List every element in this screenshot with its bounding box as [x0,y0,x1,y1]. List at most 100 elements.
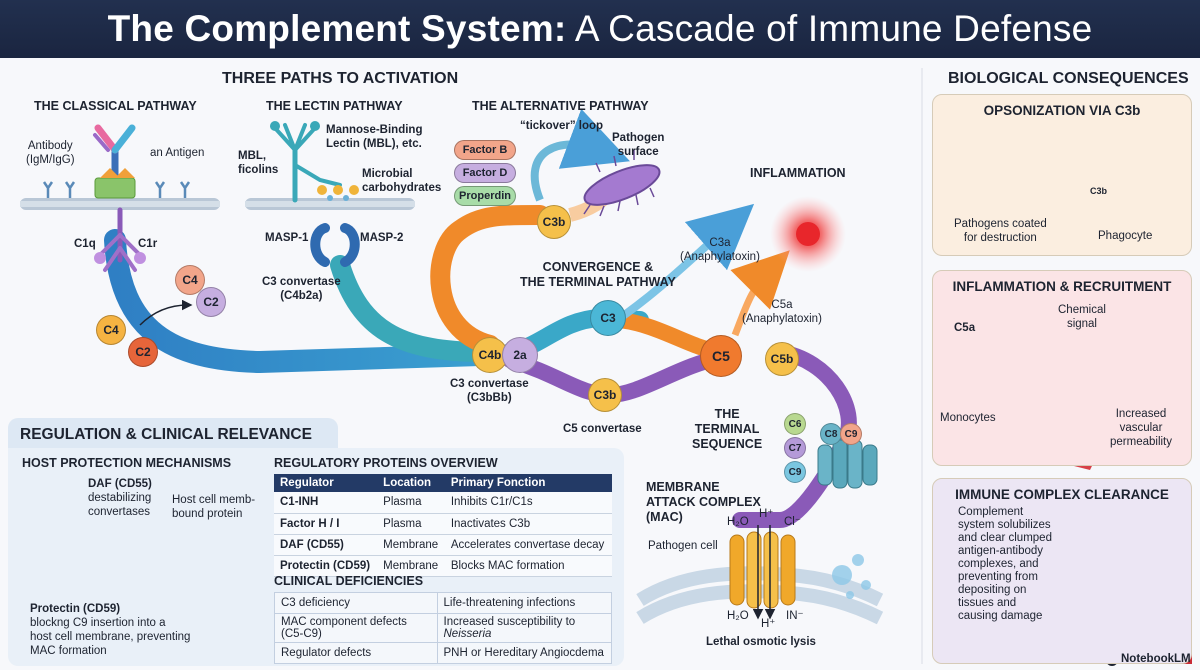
mac-pore-icon [729,525,796,620]
masp2-label: MASP-2 [360,232,404,244]
table-cell: Inactivates C3b [444,513,612,535]
in-label: IN⁻ [786,610,804,622]
alternative-pathway-band [430,205,550,355]
c5-molecule: C5 [700,335,742,377]
c3a-arrow [617,203,755,322]
c5a-card-label: C5a [954,322,976,334]
lectin-heading: THE LECTIN PATHWAY [266,99,403,113]
activation-heading: THREE PATHS TO ACTIVATION [222,70,459,87]
regulation-heading: REGULATION & CLINICAL RELEVANCE [20,426,312,443]
cl-label: Cl⁻ [784,516,801,528]
c8-c9-barrel-icon [817,439,878,489]
c2-molecule: C2 [128,337,158,367]
c4b-molecule: C4b [472,337,508,373]
deficiency-cell: Life-threatening infections [436,592,612,614]
factor-b-pill: Factor B [454,140,516,160]
chemical-signal-label: Chemical signal [1058,304,1106,330]
c6-molecule: C6 [784,413,806,435]
c3b-molecule: C3b [588,378,622,412]
membrane-receptor-icons [42,181,191,198]
classical-membrane [20,198,220,210]
table-header-cell: Regulator [274,474,378,492]
c3-molecule: C3 [590,300,626,336]
mac-heading: MEMBRANE ATTACK COMPLEX (MAC) [646,480,761,524]
daf-label: DAF (CD55) [88,478,152,490]
page-title: The Complement System: A Cascade of Immu… [107,8,1093,49]
inflammation-card-title: INFLAMMATION & RECRUITMENT [952,279,1172,294]
factor-d-pill: Factor D [454,163,516,183]
deficiency-cell: Regulator defects [274,642,438,664]
pathogen-surface-label: Pathogen surface [612,132,665,158]
c3b-alt-molecule: C3b [537,205,571,239]
c8-molecule: C8 [820,423,842,445]
table-cell: Inhibits C1r/C1s [444,492,612,514]
carbohydrate-icons [317,185,359,201]
host-protection-heading: HOST PROTECTION MECHANISMS [22,456,232,470]
properdin-pill: Properdin [454,186,516,206]
antibody-icon [93,124,136,179]
phagocyte-label: Phagocyte [1098,230,1153,242]
lysis-label: Lethal osmotic lysis [706,636,816,648]
c5b-molecule: C5b [765,342,799,376]
c1r-label: C1r [138,238,158,250]
h-bottom-label: H⁺ [761,618,776,630]
host-protein-label: Host cell memb- bound protein [172,494,256,520]
h2o-bottom-label: H₂O [727,610,749,622]
c7-molecule: C7 [784,437,806,459]
table-cell: Membrane [377,534,445,556]
classical-pathway-band [104,229,491,374]
masp-icon [310,223,360,267]
c9-barrel-molecule: C9 [840,423,862,445]
overview-heading: REGULATORY PROTEINS OVERVIEW [274,456,498,470]
tickover-label: “tickover” loop [520,120,604,132]
inflammation-heading: INFLAMMATION [750,166,846,180]
table-cell: DAF (CD55) [274,534,378,556]
table-cell: Factor H / I [274,513,378,535]
clearance-title: IMMUNE COMPLEX CLEARANCE [955,487,1169,502]
c4-c2-arrow [139,299,193,326]
protectin-desc: blockng C9 insertion into a host cell me… [30,617,191,657]
mbl-lectin-label: Mannose-Binding Lectin (MBL), etc. [326,124,423,150]
c5-convertase-label: C5 convertase [563,423,642,435]
deficiency-cell: PNH or Hereditary Angiocdema [436,642,612,664]
c9-molecule: C9 [784,461,806,483]
deficiency-cell: Increased susceptibility to Neisseria [436,613,612,643]
pathogen-bacterium-icon [583,150,661,217]
terminal-heading: THE TERMINAL SEQUENCE [692,407,763,451]
table-cell: Accelerates convertase decay [444,534,612,556]
c5a-arrow [730,250,790,337]
clearance-desc: Complement system solubilizes and clear … [958,506,1052,622]
consequences-heading: BIOLOGICAL CONSEQUENCES [948,70,1189,87]
clearance-card: IMMUNE COMPLEX CLEARANCE [932,478,1192,664]
daf-desc: destabilizing convertases [88,492,152,518]
monocytes-label: Monocytes [940,412,996,424]
brand-label: NotebookLM [1121,653,1191,665]
tickover-loop [530,108,630,202]
opsonization-card: OPSONIZATION VIA C3b [932,94,1192,256]
table-header-cell: Primary Fonction [444,474,612,492]
title-bar: The Complement System: A Cascade of Immu… [0,0,1200,58]
carbohydrates-label: Microbial carbohydrates [362,168,442,194]
c2-molecule-top: C2 [196,287,226,317]
antigen-icon [94,168,136,199]
lectin-membrane [245,198,415,210]
lysis-splash-icon [832,554,871,599]
deficiency-cell: C3 deficiency [274,592,438,614]
protectin-label: Protectin (CD59) [30,603,121,615]
c1q-label: C1q [74,238,96,250]
table-cell: Blocks MAC formation [444,555,612,577]
opsonization-title: OPSONIZATION VIA C3b [983,103,1141,118]
deficiency-heading: CLINICAL DEFICIENCIES [274,574,424,588]
permeability-label: Increased vascular permeability [1110,408,1172,448]
table-cell: Plasma [377,513,445,535]
pathogens-coated-label: Pathogens coated for destruction [954,218,1047,244]
deficiency-row: MAC component defects (C5-C9)Increased s… [274,613,612,643]
lectin-pathway-band [330,255,485,362]
